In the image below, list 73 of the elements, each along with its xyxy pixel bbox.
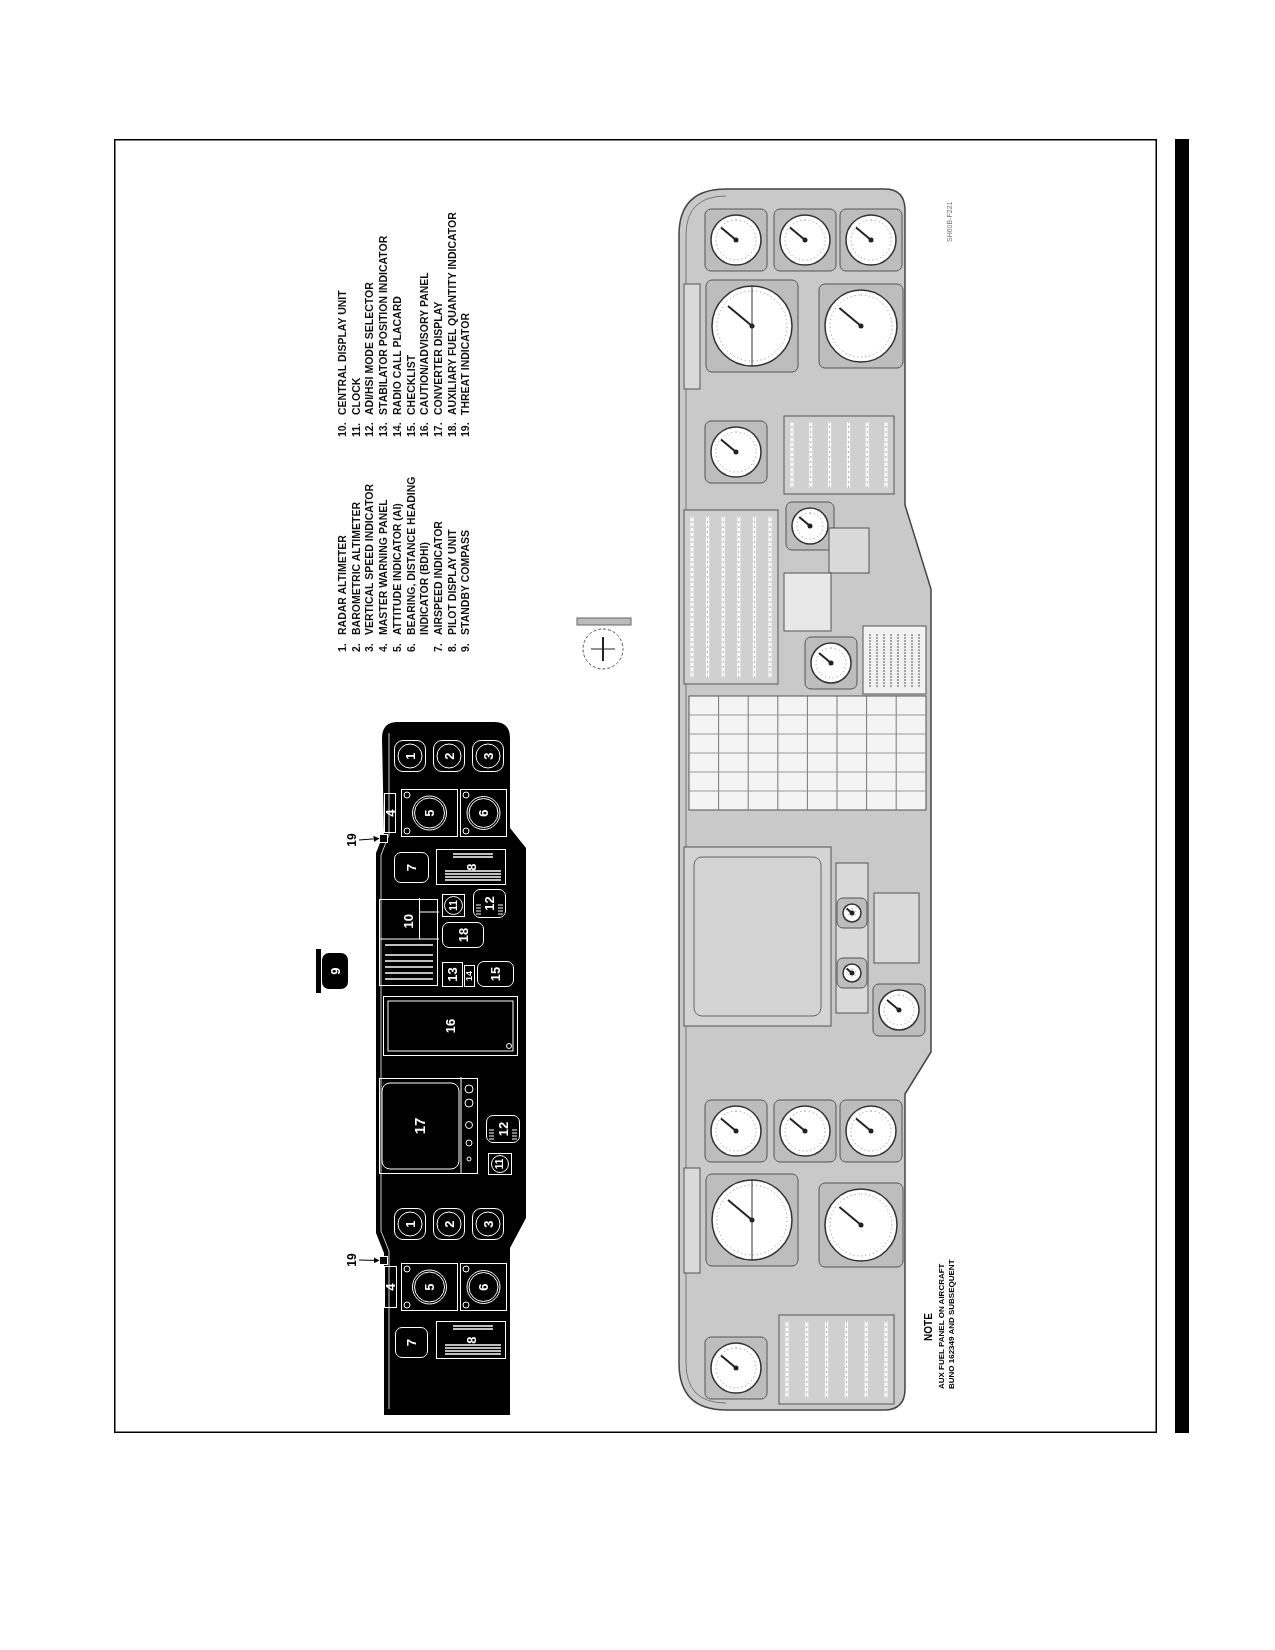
key-number: 18. <box>445 421 459 437</box>
key-number: 9. <box>459 642 473 652</box>
note-text: AUX FUEL PANEL ON AIRCRAFT BUNO 162349 AND SUBSEQUENT <box>937 1258 957 1389</box>
instrument-callout: 3 <box>472 1208 504 1240</box>
selector-callout: 12 <box>473 889 506 918</box>
key-description: MASTER WARNING PANEL <box>377 499 391 635</box>
key-number: 17. <box>431 421 445 437</box>
key-number: 8. <box>445 642 459 652</box>
placard-callout: 14 <box>464 965 475 987</box>
key-number: 14. <box>390 421 404 437</box>
key-number: 10. <box>336 421 349 437</box>
key-description: AUXILIARY FUEL QUANTITY INDICATOR <box>445 212 459 415</box>
instrument-callout: 11 <box>488 1153 512 1175</box>
instrument-callout: 11 <box>442 894 465 917</box>
instrument-callout: 5 <box>401 1263 458 1311</box>
key-description: RADIO CALL PLACARD <box>390 296 404 415</box>
leader-line <box>358 835 380 842</box>
instrument-callout: 4 <box>384 1266 397 1308</box>
key-number: 12. <box>363 421 377 437</box>
instrument-callout: 4 <box>384 793 396 833</box>
key-number: 7. <box>431 642 445 652</box>
selector-callout: 12 <box>486 1115 520 1143</box>
key-description: STABILATOR POSITION INDICATOR <box>377 235 391 415</box>
instrument-callout: 15 <box>477 961 514 987</box>
key-number: 2. <box>349 642 363 652</box>
key-description: CLOCK <box>349 377 363 415</box>
key-description: BEARING, DISTANCE HEADING INDICATOR (BDHI) <box>404 475 432 635</box>
key-number: 15. <box>404 421 418 437</box>
key-number: 4. <box>377 642 391 652</box>
key-number: 3. <box>363 642 377 652</box>
instrument-callout: 18 <box>442 922 484 948</box>
instrument-callout: 1 <box>394 1208 426 1240</box>
indicator-marker <box>379 834 388 843</box>
callout-number: 19 <box>344 829 359 851</box>
instrument-callout: 7 <box>395 1327 428 1358</box>
callout-number: 19 <box>344 1249 359 1271</box>
key-number: 19. <box>459 421 473 437</box>
key-number: 6. <box>404 642 418 652</box>
key-description: ATTITUDE INDICATOR (AI) <box>390 503 404 635</box>
display-callout: 8 <box>436 849 506 885</box>
key-description: BAROMETRIC ALTIMETER <box>349 502 363 635</box>
instrument-callout: 1 <box>394 740 426 772</box>
key-description: VERTICAL SPEED INDICATOR <box>363 483 377 635</box>
panel-callout: 16 <box>383 996 518 1056</box>
key-number: 5. <box>390 642 404 652</box>
display-callout: 8 <box>436 1321 506 1359</box>
key-description: PILOT DISPLAY UNIT <box>445 529 459 635</box>
key-description: CONVERTER DISPLAY <box>431 301 445 415</box>
display-callout: 10 <box>379 899 438 986</box>
key-description: ADI/HSI MODE SELECTOR <box>363 282 377 415</box>
key-description: CAUTION/ADVISORY PANEL <box>418 272 432 415</box>
instrument-callout: 3 <box>472 740 504 772</box>
note-heading: NOTE <box>923 1312 935 1343</box>
key-number: 11. <box>349 421 363 437</box>
key-description: STANDBY COMPASS <box>459 530 473 635</box>
key-description: THREAT INDICATOR <box>459 312 473 415</box>
indicator-marker <box>379 1256 388 1265</box>
instrument-callout: 7 <box>394 852 429 883</box>
key-description: RADAR ALTIMETER <box>336 535 349 635</box>
key-description: CENTRAL DISPLAY UNIT <box>336 290 349 415</box>
instrument-callout: 13 <box>442 962 463 987</box>
key-description: CHECKLIST <box>404 354 418 415</box>
key-description: AIRSPEED INDICATOR <box>431 521 445 635</box>
key-number: 13. <box>377 421 391 437</box>
leader-line <box>358 1257 380 1264</box>
instrument-callout: 6 <box>460 789 507 837</box>
instrument-callout: 5 <box>401 789 458 837</box>
display-callout: 17 <box>379 1078 478 1174</box>
instrument-callout: 2 <box>433 740 465 772</box>
key-number: 1. <box>336 642 349 652</box>
instrument-callout: 2 <box>433 1208 465 1240</box>
instrument-callout: 6 <box>460 1263 507 1311</box>
key-number: 16. <box>418 421 432 437</box>
